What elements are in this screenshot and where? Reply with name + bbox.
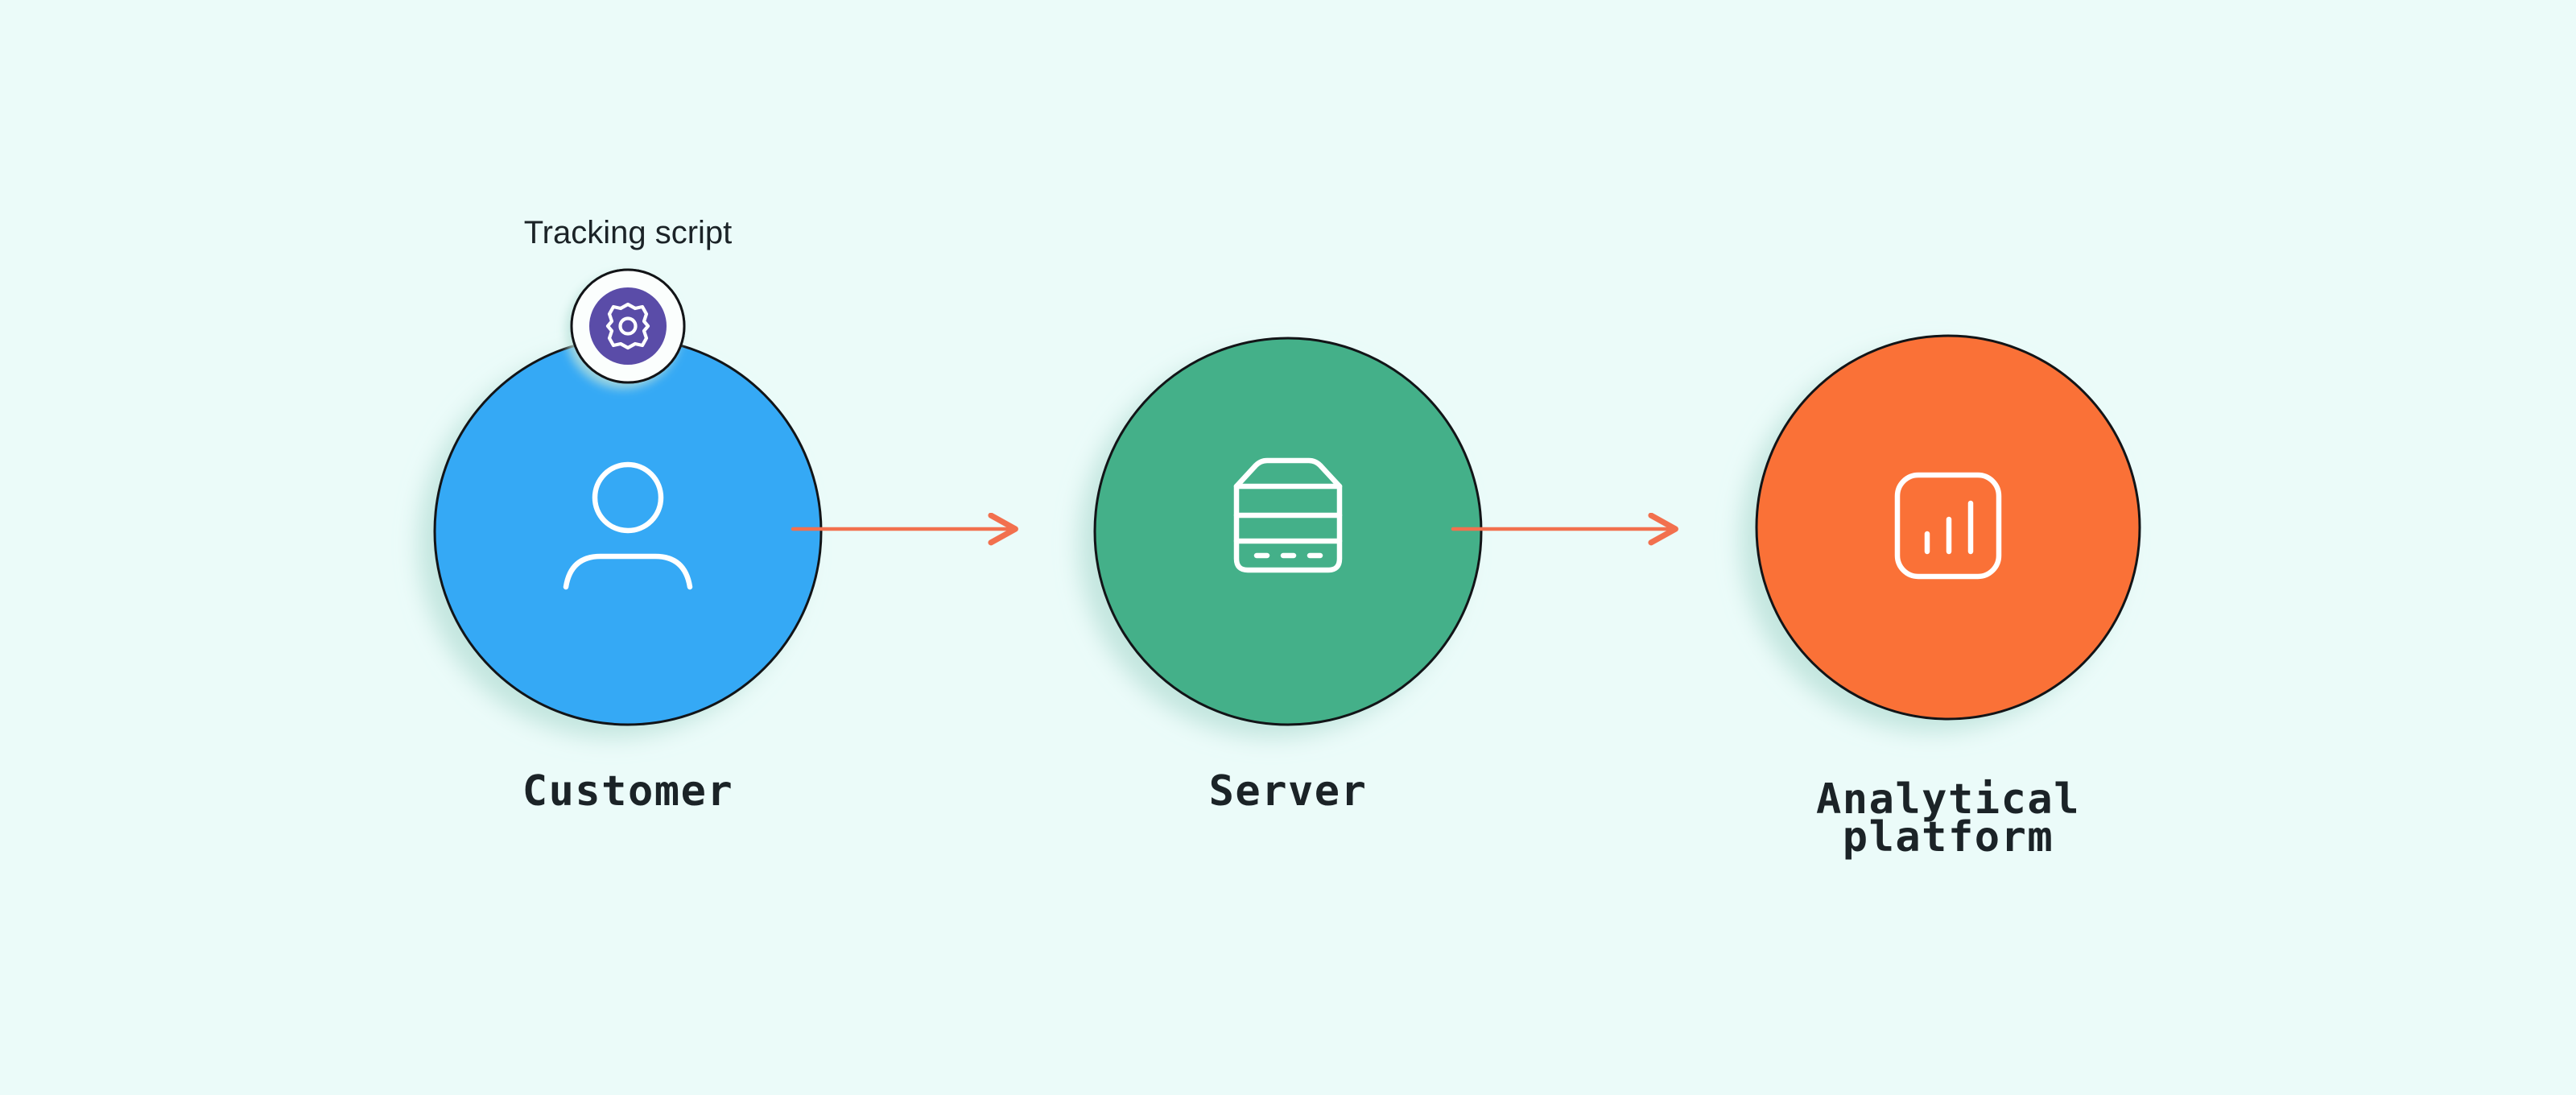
node-label-analytical-platform-line1: Analytical [1816,775,2080,824]
node-customer[interactable]: Customer Tracking script [433,215,823,816]
node-label-analytical-platform-line2: platform [1843,813,2054,862]
server-circle[interactable] [1093,337,1483,726]
bar-chart-icon [1894,472,2002,580]
node-label-server: Server [1209,767,1368,816]
server-icon [1233,457,1343,573]
gear-icon [605,302,650,350]
node-server[interactable]: Server [1093,337,1483,816]
node-label-customer: Customer [522,767,733,816]
badge-fill [589,287,667,365]
node-analytical-platform[interactable]: Analytical platform [1755,334,2141,862]
user-icon [563,461,693,590]
tracking-script-badge[interactable] [570,268,686,384]
badge-label-tracking-script: Tracking script [524,215,733,250]
